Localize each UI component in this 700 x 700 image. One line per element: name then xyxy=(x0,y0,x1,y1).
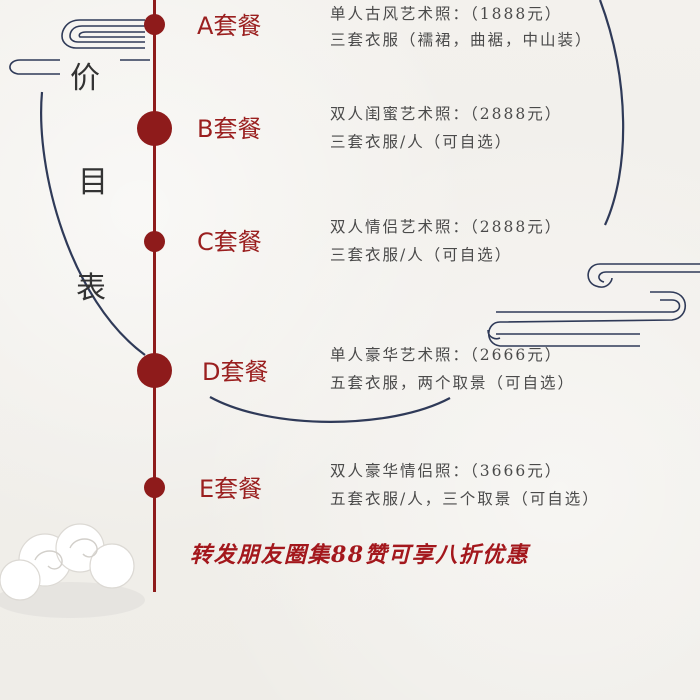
cloud-scroll-top-left xyxy=(9,19,150,75)
package-d-detail: 五套衣服，两个取景（可自选） xyxy=(330,374,576,392)
package-b-label: B套餐 xyxy=(197,115,262,143)
timeline-dot-c xyxy=(144,231,165,252)
package-c-price: 双人情侣艺术照：（2888元） xyxy=(330,218,563,236)
package-e-label: E套餐 xyxy=(199,475,263,503)
timeline-dot-b xyxy=(137,111,172,146)
package-b-detail: 三套衣服/人（可自选） xyxy=(330,133,513,151)
package-b-price: 双人闺蜜艺术照：（2888元） xyxy=(330,105,563,123)
package-a-label: A套餐 xyxy=(197,12,262,40)
title-char-2: 目 xyxy=(78,165,108,200)
timeline-line xyxy=(153,0,156,592)
package-c-label: C套餐 xyxy=(197,228,262,256)
title-char-1: 价 xyxy=(70,61,100,96)
package-d-price: 单人豪华艺术照：（2666元） xyxy=(330,346,563,364)
timeline-dot-d xyxy=(137,353,172,388)
package-d-label: D套餐 xyxy=(202,358,269,386)
package-e-price: 双人豪华情侣照：（3666元） xyxy=(330,462,563,480)
promo-text: 转发朋友圈集88赞可享八折优惠 xyxy=(190,542,530,568)
timeline-dot-e xyxy=(144,477,165,498)
timeline-dot-a xyxy=(144,14,165,35)
package-a-detail: 三套衣服（襦裙，曲裾，中山装） xyxy=(330,31,593,49)
cloud-scroll-right xyxy=(487,263,700,347)
cloud-bottom-left xyxy=(0,523,145,618)
package-a-price: 单人古风艺术照：（1888元） xyxy=(330,5,563,23)
title-char-3: 表 xyxy=(76,271,106,306)
package-e-detail: 五套衣服/人，三个取景（可自选） xyxy=(330,490,600,508)
decor-arc-right xyxy=(598,0,625,226)
package-c-detail: 三套衣服/人（可自选） xyxy=(330,246,513,264)
decor-arc-bottom xyxy=(209,396,451,423)
decor-arc-left xyxy=(40,91,146,356)
